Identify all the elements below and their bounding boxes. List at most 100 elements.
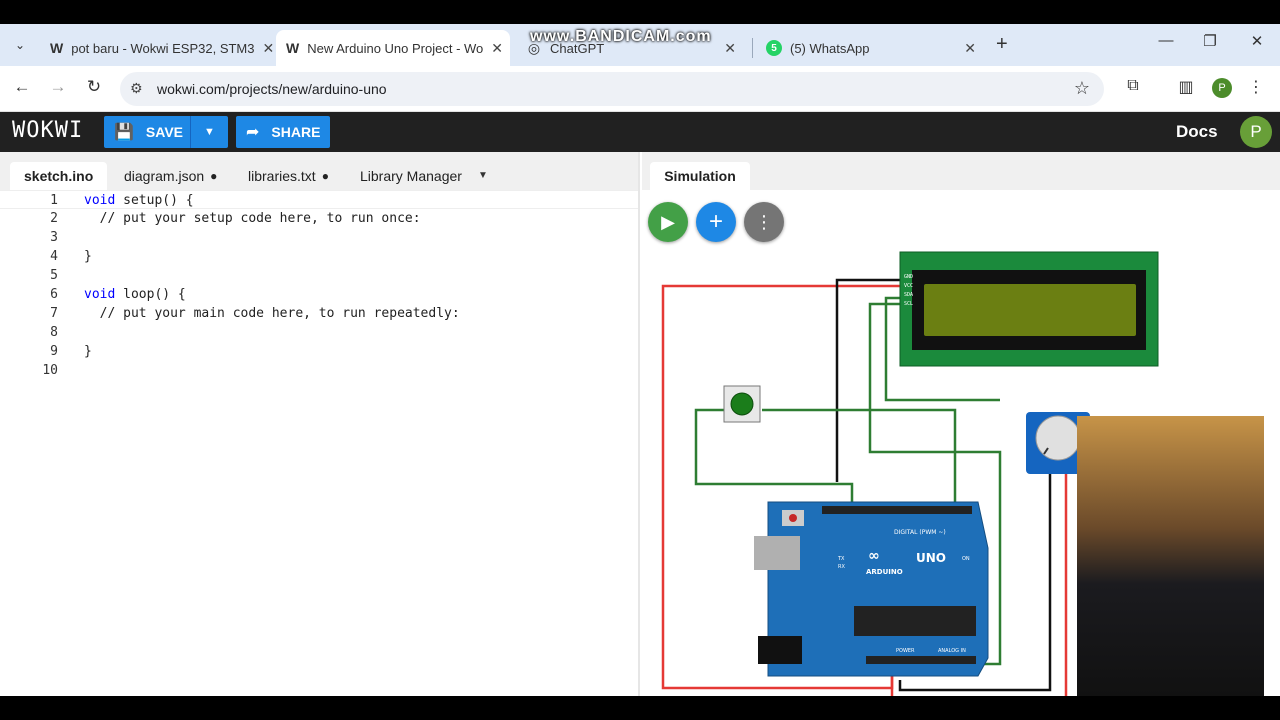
code-line: 1 void setup() { <box>0 190 638 209</box>
share-label: SHARE <box>271 124 321 140</box>
code-keyword: void <box>84 193 116 208</box>
tab-libraries-txt[interactable]: libraries.txt ● <box>234 162 343 190</box>
window-close-icon[interactable]: ✕ <box>1250 33 1264 50</box>
minimize-icon[interactable]: — <box>1158 32 1174 49</box>
tab-simulation[interactable]: Simulation <box>650 162 750 190</box>
forward-arrow-icon[interactable]: → <box>49 77 67 96</box>
tab-separator <box>752 38 753 58</box>
code-editor[interactable]: 1 void setup() { 2 // put your setup cod… <box>0 190 638 380</box>
code-line: 2 // put your setup code here, to run on… <box>0 209 638 228</box>
tab-sketch-ino[interactable]: sketch.ino <box>10 162 108 190</box>
tab-search-icon[interactable]: ⌄ <box>14 38 26 52</box>
browser-toolbar: ← → ↻ ⚙ wokwi.com/projects/new/arduino-u… <box>0 66 1280 112</box>
rx-label: RX <box>838 564 845 570</box>
wire-black-gnd[interactable] <box>835 278 900 482</box>
plus-icon: + <box>708 208 723 235</box>
tab-title: pot baru - Wokwi ESP32, STM3 <box>71 40 255 56</box>
wire-black-pot[interactable] <box>898 444 1052 692</box>
line-number: 4 <box>50 249 58 264</box>
wokwi-logo[interactable]: WOKWI <box>12 118 84 143</box>
save-label: SAVE <box>145 124 184 140</box>
extensions-icon[interactable]: ⧉ <box>1127 77 1139 94</box>
tabs-dropdown-caret-icon[interactable]: ▼ <box>478 170 488 181</box>
add-part-button[interactable]: + <box>696 202 736 242</box>
unsaved-dot-icon: ● <box>321 169 329 183</box>
tab-strip: ⌄ W pot baru - Wokwi ESP32, STM3 ✕ W New… <box>0 24 1280 66</box>
close-icon[interactable]: ✕ <box>262 39 275 56</box>
browser-tab-arduino-project[interactable]: W New Arduino Uno Project - Wo ✕ <box>276 30 510 66</box>
wire-green-button-2[interactable] <box>694 408 854 504</box>
power-label: POWER <box>896 648 915 654</box>
site-settings-icon[interactable]: ⚙ <box>130 80 143 96</box>
line-number: 6 <box>50 287 58 302</box>
webcam-overlay <box>1077 416 1264 696</box>
code-text: setup() { <box>115 193 194 208</box>
more-options-button[interactable]: ⋮ <box>744 202 784 242</box>
power-jack <box>758 636 802 664</box>
usb-port <box>754 536 800 570</box>
browser-tab-chatgpt[interactable]: ◎ ChatGPT ✕ <box>516 30 746 66</box>
wire-green-scl[interactable] <box>884 296 1000 402</box>
kebab-menu-icon: ⋮ <box>755 211 773 232</box>
wire-green-sda[interactable] <box>868 302 1002 666</box>
reload-icon[interactable]: ↻ <box>86 77 102 96</box>
whatsapp-favicon-icon: 5 <box>766 40 782 56</box>
digital-header <box>822 506 972 514</box>
save-options-dropdown[interactable]: ▼ <box>190 116 228 148</box>
floppy-disk-icon: 💾 <box>114 124 134 141</box>
tab-label: sketch.ino <box>24 168 94 184</box>
editor-tabs: sketch.ino diagram.json ● libraries.txt … <box>0 152 638 190</box>
board-model: UNO <box>916 551 946 565</box>
push-button-cap[interactable] <box>730 392 754 416</box>
code-line: 3 <box>0 228 638 247</box>
new-tab-icon[interactable]: + <box>996 33 1008 55</box>
unsaved-dot-icon: ● <box>210 169 218 183</box>
wokwi-favicon-icon: W <box>286 40 300 56</box>
line-number: 5 <box>50 268 58 283</box>
tab-label: Library Manager <box>360 168 462 184</box>
share-button[interactable]: ➦ SHARE <box>236 116 330 148</box>
browser-tab-pot-baru[interactable]: W pot baru - Wokwi ESP32, STM3 ✕ <box>40 30 274 66</box>
tab-label: diagram.json <box>124 168 205 184</box>
reset-button-cap[interactable] <box>789 514 797 522</box>
circuit-canvas[interactable]: GND VCC SDA SCL DIGIT <box>642 190 1280 710</box>
side-panel-icon[interactable]: ▥ <box>1178 79 1194 96</box>
lcd-pin-label: VCC <box>904 283 913 289</box>
tab-library-manager[interactable]: Library Manager <box>346 162 476 190</box>
user-avatar[interactable]: P <box>1240 116 1272 148</box>
lcd-pin-label: SDA <box>904 292 913 298</box>
analog-label: ANALOG IN <box>938 648 966 654</box>
address-bar[interactable]: ⚙ wokwi.com/projects/new/arduino-uno ☆ <box>120 72 1104 106</box>
close-icon[interactable]: ✕ <box>491 39 504 56</box>
wokwi-favicon-icon: W <box>50 40 64 56</box>
lcd-pin-label: SCL <box>904 301 913 307</box>
code-line: 4 } <box>0 247 638 266</box>
code-text: loop() { <box>115 287 186 302</box>
restore-icon[interactable]: ❐ <box>1203 33 1217 50</box>
line-number: 7 <box>50 306 58 321</box>
back-arrow-icon[interactable]: ← <box>13 77 31 96</box>
tab-diagram-json[interactable]: diagram.json ● <box>110 162 231 190</box>
board-brand: ARDUINO <box>866 568 903 576</box>
kebab-menu-icon[interactable]: ⋮ <box>1248 79 1264 96</box>
profile-avatar[interactable]: P <box>1212 78 1232 98</box>
start-simulation-button[interactable]: ▶ <box>648 202 688 242</box>
close-icon[interactable]: ✕ <box>964 39 976 56</box>
code-line: 7 // put your main code here, to run rep… <box>0 304 638 323</box>
power-analog-header <box>866 656 976 664</box>
close-icon[interactable]: ✕ <box>724 39 736 56</box>
line-number: 9 <box>50 344 58 359</box>
wire-green-button[interactable] <box>762 408 957 504</box>
bookmark-star-icon[interactable]: ☆ <box>1073 78 1090 98</box>
code-line: 6 void loop() { <box>0 285 638 304</box>
editor-pane: sketch.ino diagram.json ● libraries.txt … <box>0 152 640 696</box>
save-button[interactable]: 💾 SAVE <box>104 116 190 148</box>
bandicam-watermark: www.BANDICAM.com <box>530 28 712 45</box>
line-number: 8 <box>50 325 58 340</box>
code-text: } <box>84 344 92 359</box>
browser-tab-whatsapp[interactable]: 5 (5) WhatsApp ✕ <box>756 30 986 66</box>
potentiometer-knob[interactable] <box>1035 415 1081 461</box>
docs-link[interactable]: Docs <box>1176 122 1218 141</box>
atmega-chip <box>854 606 976 636</box>
line-number: 2 <box>50 211 58 226</box>
